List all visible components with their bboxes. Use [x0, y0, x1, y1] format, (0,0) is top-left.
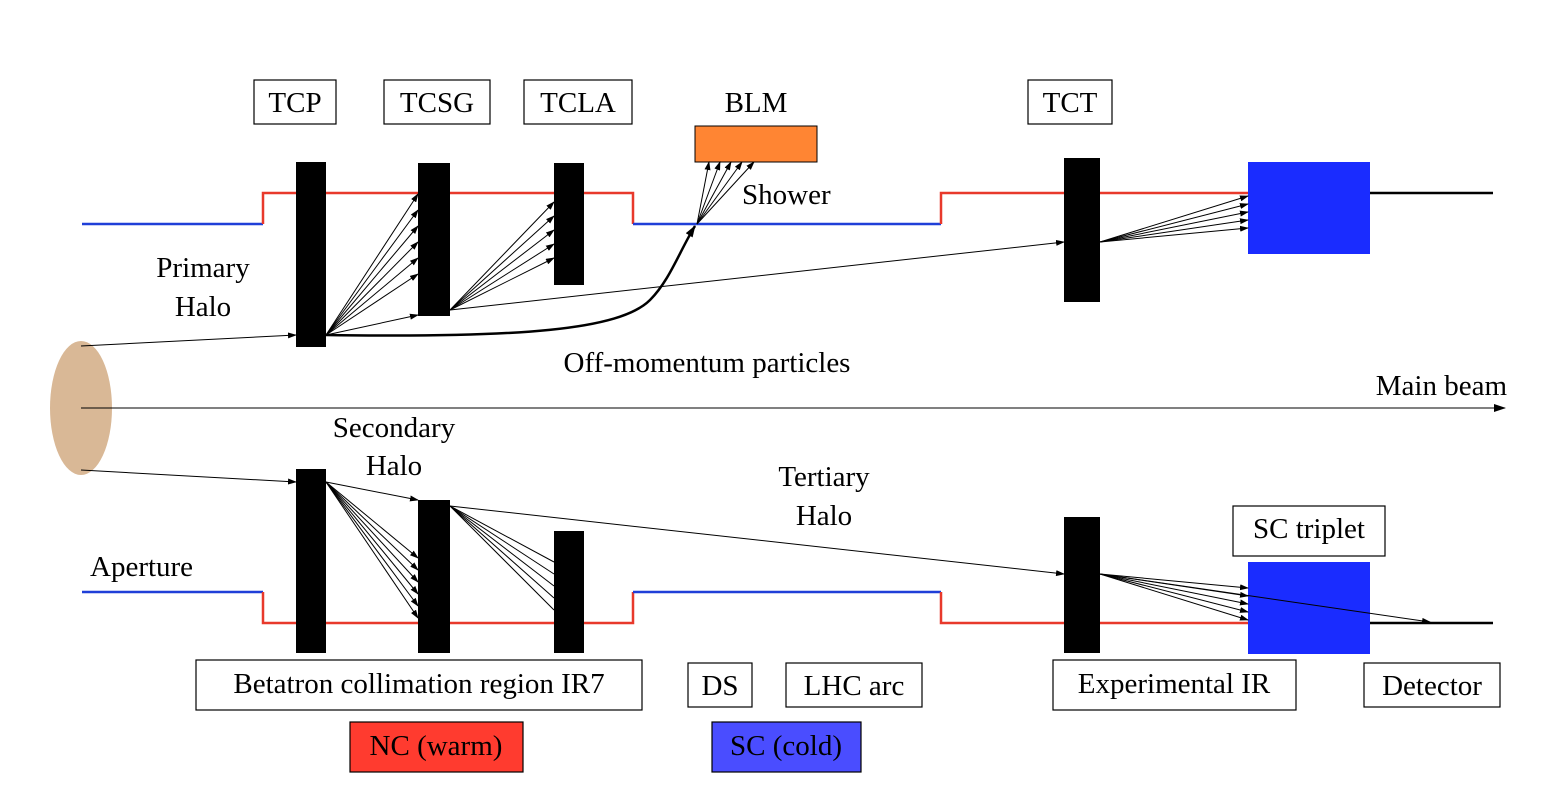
secondary-halo-label-line2: Halo — [366, 450, 422, 482]
tct-to-triplet-lower-ray — [1099, 573, 1249, 613]
lower-aperture-warm-ir — [939, 592, 1250, 625]
tcp-to-tcsg-ray — [325, 257, 419, 336]
tcp-to-tcsg-ray — [325, 193, 419, 336]
tcsg-to-tcla-lower-ray — [449, 505, 555, 563]
shower-label: Shower — [742, 179, 831, 211]
tcla-label-box — [523, 79, 633, 125]
detector-label-box — [1363, 662, 1501, 708]
tertiary-halo-label-line1: Tertiary — [778, 461, 870, 493]
tcsg-upper-jaw — [418, 163, 450, 316]
tcsg-to-tct-ray — [449, 239, 1065, 311]
tcp-to-tcsg-lower-ray — [325, 481, 419, 559]
betatron-region-label-box — [195, 659, 643, 711]
tcp-to-tcsg-lower-ray — [325, 481, 419, 619]
primary-halo-label-line2: Halo — [175, 291, 231, 323]
tcsg-to-tcla-lower-ray — [449, 505, 555, 599]
tcsg-to-tcla-lower-ray — [449, 505, 555, 575]
shower-ray — [696, 161, 732, 225]
tcsg-lower-jaw — [418, 500, 450, 653]
nc-warm-legend-box — [349, 721, 524, 773]
tcla-upper-jaw — [554, 163, 584, 285]
tct-to-triplet-lower-ray — [1099, 573, 1249, 621]
tcsg-to-tcla-ray — [449, 229, 555, 311]
tertiary-halo-label-line2: Halo — [796, 500, 852, 532]
tct-to-triplet-ray — [1099, 203, 1249, 243]
tcp-to-tcsg-ray — [325, 225, 419, 336]
off-momentum-label: Off-momentum particles — [564, 347, 851, 379]
off-momentum-trajectory — [325, 225, 697, 337]
tcp-upper-jaw — [296, 162, 326, 347]
shower-ray — [696, 161, 721, 225]
tct-to-triplet-lower-ray — [1099, 573, 1249, 606]
tcla-lower-jaw — [554, 531, 584, 653]
tcp-to-tcsg-lower-ray — [325, 481, 419, 607]
tcp-label: TCP — [268, 87, 321, 119]
tcla-label: TCLA — [540, 87, 616, 119]
tcsg-to-tcla-lower-ray — [449, 505, 555, 587]
tct-to-triplet-ray — [1099, 218, 1249, 243]
tcsg-label: TCSG — [400, 87, 474, 119]
tcp-lower-jaw — [296, 469, 326, 653]
lhc-arc-label: LHC arc — [804, 670, 905, 702]
betatron-region-label: Betatron collimation region IR7 — [233, 668, 604, 700]
secondary-halo-label-line1: Secondary — [333, 412, 456, 444]
lower-trajectories — [80, 469, 1431, 624]
tct-to-triplet-lower-ray — [1099, 573, 1249, 591]
tcp-to-tcsg-lower-ray — [325, 481, 419, 595]
tcsg-to-tcla-ray — [449, 215, 555, 311]
primary-halo-ray — [80, 332, 297, 347]
experimental-ir-label-box — [1052, 659, 1297, 711]
blm-box — [694, 125, 818, 163]
tcp-to-tcsg-ray — [325, 241, 419, 336]
aperture-label: Aperture — [90, 551, 193, 583]
tct-label-box — [1027, 79, 1113, 125]
tcp-to-tcsg-ray — [325, 273, 419, 336]
lhc-arc-label-box — [785, 662, 923, 708]
shower-ray — [696, 161, 711, 225]
sc-triplet-label-box — [1232, 505, 1386, 557]
tcsg-to-tcla-ray — [449, 243, 555, 311]
tct-to-triplet-ray — [1099, 225, 1249, 243]
upper-aperture-warm-ir — [939, 191, 1250, 224]
blm-label: BLM — [725, 87, 788, 119]
tertiary-halo-ray — [449, 505, 1065, 577]
tct-to-detector-ray — [1099, 573, 1431, 624]
tcp-to-tcsg-lower-ray — [325, 481, 419, 583]
tcsg-to-tcla-ray — [449, 201, 555, 311]
upper-trajectories — [80, 161, 1249, 347]
sc-triplet-magnet — [1248, 562, 1370, 654]
primary-halo-label-line1: Primary — [156, 252, 250, 284]
tct-to-triplet-ray — [1099, 195, 1249, 243]
sc-triplet-label: SC triplet — [1253, 513, 1365, 545]
tcsg-to-tcla-lower-ray — [449, 505, 555, 611]
ds-label-box — [687, 662, 753, 708]
upper-aperture — [82, 191, 1493, 226]
nc-warm-legend-label: NC (warm) — [370, 730, 503, 762]
tct-lower-jaw — [1064, 517, 1100, 653]
tct-to-triplet-ray — [1099, 210, 1249, 243]
tcsg-to-tcla-ray — [449, 257, 555, 311]
tcsg-label-box — [383, 79, 491, 125]
tct-upper-jaw — [1064, 158, 1100, 302]
tcp-to-tcsg-lower-ray — [325, 481, 419, 502]
sc-cold-legend-label: SC (cold) — [730, 730, 842, 762]
tcp-to-tcsg-ray — [325, 209, 419, 336]
tcp-to-tcsg-lower-ray — [325, 481, 419, 571]
tcp-to-tcsg-ray — [325, 313, 419, 336]
shower-ray — [696, 161, 755, 225]
experimental-ir-label: Experimental IR — [1078, 668, 1271, 700]
upper-triplet-magnet — [1248, 162, 1370, 254]
shower-ray — [696, 161, 743, 225]
main-beam-label: Main beam — [1376, 370, 1508, 402]
ds-label: DS — [701, 670, 738, 702]
tcp-label-box — [253, 79, 337, 125]
sc-cold-legend-box — [711, 721, 862, 773]
tct-label: TCT — [1043, 87, 1098, 119]
lower-halo-ray — [80, 469, 297, 485]
detector-label: Detector — [1382, 670, 1482, 702]
